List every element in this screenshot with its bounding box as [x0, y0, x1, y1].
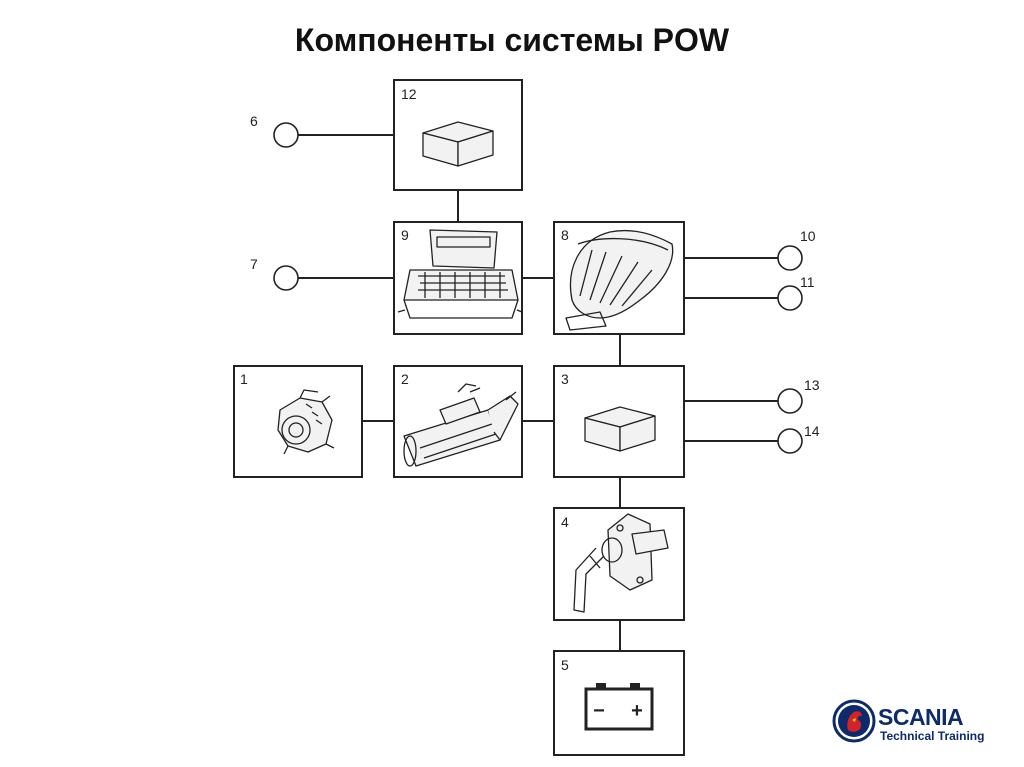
- logo-name: SCANIA: [878, 704, 964, 730]
- component-9: 9: [393, 221, 523, 335]
- connector-7: 14: [777, 423, 820, 454]
- connector-10: 10: [777, 228, 816, 271]
- component-4-number: 4: [561, 514, 569, 530]
- component-9-number: 9: [401, 227, 409, 243]
- scania-griffin-icon: [832, 699, 876, 743]
- control-unit-icon: [584, 406, 656, 452]
- instrument-cluster-icon: [565, 229, 674, 331]
- scania-logo: SCANIA Technical Training: [832, 696, 1002, 746]
- connector-14: 7: [250, 256, 299, 291]
- central-electric-unit-icon: [397, 229, 523, 319]
- component-8: 8: [553, 221, 685, 335]
- connector-11: 11: [777, 274, 815, 311]
- component-2: 2: [393, 365, 523, 478]
- battery-minus-sign: −: [593, 700, 605, 722]
- connector-14-label: 7: [250, 256, 258, 272]
- main-switch-icon: [573, 513, 669, 613]
- alternator-icon: [277, 389, 335, 455]
- connector-13: 6: [250, 113, 299, 148]
- connector-6: 13: [777, 377, 820, 414]
- connector-11-label: 11: [800, 274, 815, 290]
- battery-plus-sign: +: [631, 700, 643, 722]
- connector-10-label: 10: [800, 228, 816, 244]
- control-unit-icon: [422, 121, 494, 167]
- component-5: 5 − +: [553, 650, 685, 756]
- component-3: 3: [553, 365, 685, 478]
- battery-icon: − +: [584, 683, 654, 731]
- component-4: 4: [553, 507, 685, 621]
- component-5-number: 5: [561, 657, 569, 673]
- component-1-number: 1: [240, 371, 248, 387]
- component-8-number: 8: [561, 227, 569, 243]
- connector-7-label: 14: [804, 423, 820, 439]
- component-12: 12: [393, 79, 523, 191]
- component-12-number: 12: [401, 86, 417, 102]
- connector-13-label: 6: [250, 113, 258, 129]
- component-2-number: 2: [401, 371, 409, 387]
- component-3-number: 3: [561, 371, 569, 387]
- page-title: Компоненты системы POW: [294, 22, 730, 58]
- component-1: 1: [233, 365, 363, 478]
- logo-subtitle: Technical Training: [880, 729, 985, 743]
- starter-motor-icon: [403, 383, 519, 467]
- connector-6-label: 13: [804, 377, 820, 393]
